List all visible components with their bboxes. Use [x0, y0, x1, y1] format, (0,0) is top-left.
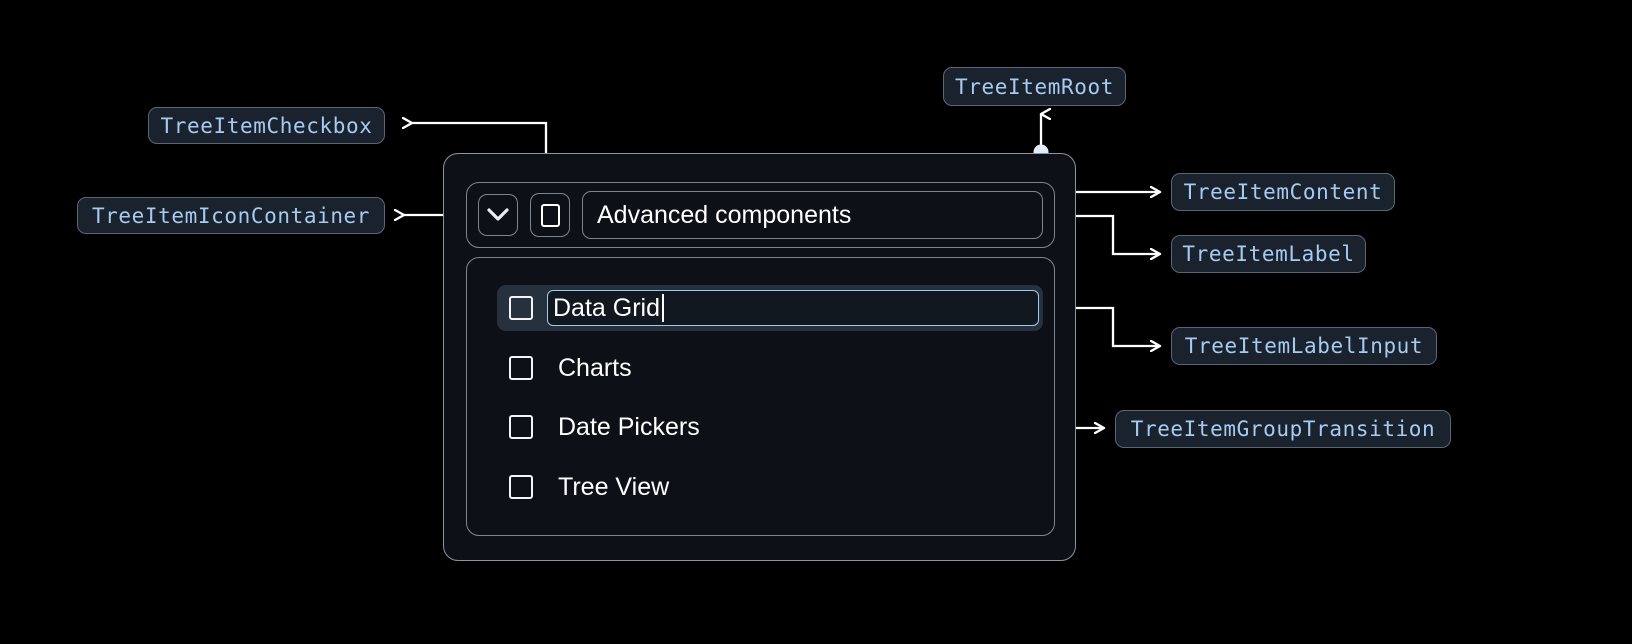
tree-item-row-tree-view[interactable]: Tree View	[497, 464, 1043, 510]
annotation-tree-item-label: TreeItemLabel	[1171, 235, 1366, 273]
tree-item-label-text: Tree View	[558, 472, 670, 501]
checkbox-unchecked-icon[interactable]	[509, 296, 533, 320]
annotation-tree-item-group-transition: TreeItemGroupTransition	[1115, 410, 1451, 448]
chevron-down-icon	[487, 208, 509, 221]
checkbox-unchecked-icon[interactable]	[509, 415, 533, 439]
text-cursor	[661, 294, 664, 322]
annotation-tree-item-root: TreeItemRoot	[943, 67, 1126, 106]
tree-item-label-input[interactable]: Data Grid	[547, 290, 1039, 326]
tree-item-row-date-pickers[interactable]: Date Pickers	[497, 404, 1043, 450]
annotation-tree-item-content: TreeItemContent	[1171, 173, 1395, 211]
checkbox-unchecked-icon[interactable]	[509, 356, 533, 380]
tree-item-label-input-value: Data Grid	[553, 293, 660, 322]
annotation-tree-item-label-input: TreeItemLabelInput	[1171, 327, 1437, 365]
tree-item-label-text: Date Pickers	[558, 412, 700, 441]
tree-item-root[interactable]: Advanced components Data Grid Charts Dat…	[443, 153, 1076, 561]
tree-item-icon-container[interactable]	[478, 194, 518, 236]
tree-item-label-text: Advanced components	[597, 200, 852, 229]
tree-item-content[interactable]: Advanced components	[466, 182, 1055, 248]
tree-item-checkbox[interactable]	[530, 193, 570, 237]
tree-item-row-data-grid[interactable]: Data Grid	[497, 285, 1043, 331]
checkbox-unchecked-icon[interactable]	[509, 475, 533, 499]
tree-item-row-charts[interactable]: Charts	[497, 345, 1043, 391]
checkbox-unchecked-icon	[540, 203, 560, 227]
tree-item-label-text: Charts	[558, 353, 632, 382]
annotation-tree-item-checkbox: TreeItemCheckbox	[148, 107, 385, 144]
tree-item-group-transition: Data Grid Charts Date Pickers Tree View	[466, 257, 1055, 536]
tree-item-label[interactable]: Advanced components	[582, 191, 1043, 239]
annotation-tree-item-icon-container: TreeItemIconContainer	[77, 197, 385, 234]
